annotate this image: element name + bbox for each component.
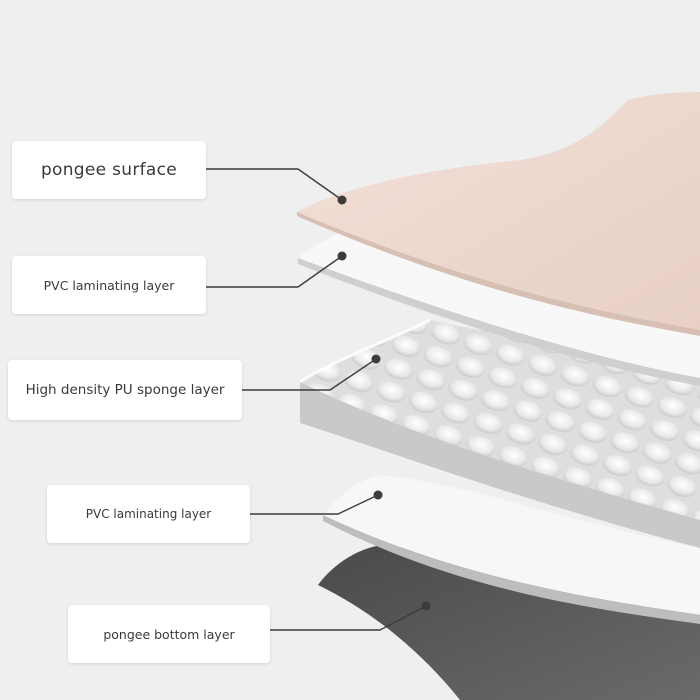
connector-dot-sponge — [371, 354, 381, 364]
connector-line-pvc-upper — [206, 255, 343, 288]
connector-line-pongee-bottom — [270, 605, 427, 631]
label-pongee-bottom: pongee bottom layer — [68, 605, 270, 663]
layer-top-edge-sponge — [299, 318, 431, 384]
connector-dot-pvc-lower — [373, 490, 383, 500]
connector-dot-pvc-upper — [337, 251, 347, 261]
label-pvc-laminating-lower: PVC laminating layer — [47, 485, 250, 543]
connector-line-pvc-lower — [250, 494, 379, 515]
connector-dot-pongee-bottom — [421, 601, 431, 611]
layer-edge-pongee-surface — [297, 212, 700, 336]
layer-side-sponge — [300, 382, 700, 548]
label-pongee-surface: pongee surface — [12, 141, 206, 199]
callout-lines — [206, 168, 427, 631]
callout-dots — [337, 195, 431, 611]
layer-edge-pvc-lower — [323, 515, 700, 624]
layer-edge-pvc-upper — [298, 258, 700, 386]
connector-line-pongee-surface — [206, 168, 343, 201]
connector-line-sponge — [242, 358, 377, 391]
layer-shape-pvc-lower — [323, 475, 700, 615]
layer-shape-pongee-bottom — [318, 545, 700, 700]
label-pvc-laminating-upper: PVC laminating layer — [12, 256, 206, 314]
layer-shape-pongee-surface — [297, 92, 700, 330]
label-pu-sponge: High density PU sponge layer — [8, 360, 242, 420]
layer-shape-sponge — [300, 320, 700, 520]
layer-shape-pvc-upper — [298, 228, 700, 378]
connector-dot-pongee-surface — [337, 195, 347, 205]
